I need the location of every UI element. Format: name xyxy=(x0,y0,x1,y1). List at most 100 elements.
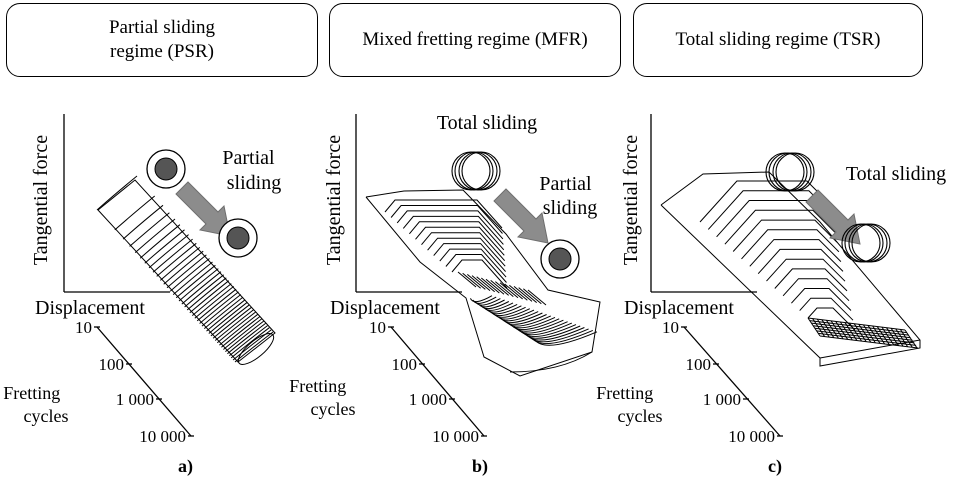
cycle-loop xyxy=(196,288,237,322)
cycle-loop xyxy=(159,247,201,281)
annotation-total-sliding: Total sliding xyxy=(437,112,537,134)
depth-tick-100: 100 xyxy=(392,355,418,374)
cycle-loop xyxy=(766,258,846,282)
panel-c: Tangential force Displacement 10 100 1 0… xyxy=(596,114,946,477)
surface-end-cap xyxy=(509,351,593,373)
depth-tick-100: 100 xyxy=(99,355,125,374)
cycle-loop xyxy=(499,282,519,299)
mfr-surface xyxy=(365,189,601,377)
tsr-surface xyxy=(660,171,921,367)
cycle-loop xyxy=(216,311,257,344)
cycle-loop xyxy=(206,299,246,332)
depth-tick-10000: 10 000 xyxy=(728,427,775,446)
cycle-loop xyxy=(476,276,495,293)
cycle-loop xyxy=(445,254,507,283)
x-axis-label: Displacement xyxy=(624,297,734,319)
cycle-loop xyxy=(225,320,265,352)
cycle-loop xyxy=(819,335,919,349)
surface-outline xyxy=(365,189,601,377)
cycle-loop xyxy=(396,210,504,240)
cycle-loop xyxy=(129,212,170,247)
cycle-loop xyxy=(521,324,577,338)
cycle-loop xyxy=(189,280,230,314)
cycle-loop xyxy=(148,234,189,269)
cycle-loop xyxy=(807,307,856,331)
cycle-loop xyxy=(451,259,508,289)
depth-tick-1000: 1 000 xyxy=(116,390,154,409)
depth-tick-100: 100 xyxy=(686,355,712,374)
cycle-loop xyxy=(156,242,197,277)
cycle-loop xyxy=(234,331,274,363)
depth-axis-line xyxy=(683,326,781,437)
cycle-loop xyxy=(791,288,852,311)
cycle-loop xyxy=(527,289,547,306)
depth-axis-line xyxy=(390,326,485,437)
cycle-loop xyxy=(201,294,242,327)
cycle-loop xyxy=(518,322,573,336)
cycle-loop xyxy=(481,277,500,294)
cycle-loop xyxy=(498,311,539,322)
cycle-loop xyxy=(230,327,270,359)
cycle-loop xyxy=(509,284,528,301)
surface-end-cap xyxy=(237,333,275,365)
x-axis-label: Displacement xyxy=(35,297,145,319)
cycle-loop xyxy=(462,272,481,289)
cycle-loop xyxy=(212,306,252,339)
cycle-loop xyxy=(513,319,564,332)
cycle-loop xyxy=(505,315,552,327)
cycle-loop xyxy=(774,268,848,292)
depth-axis-label: Fretting cycles xyxy=(3,383,68,426)
x-axis-label: Displacement xyxy=(330,297,440,319)
cycle-loop xyxy=(439,248,507,278)
depth-tick-1000: 1 000 xyxy=(409,390,447,409)
cycle-loop xyxy=(467,274,486,290)
cycle-loop xyxy=(495,309,535,320)
panel-b: Tangential force Displacement 10 100 1 0… xyxy=(289,112,601,477)
cycle-loop xyxy=(513,286,533,302)
depth-tick-10000: 10 000 xyxy=(139,427,186,446)
cycle-loop xyxy=(782,278,850,302)
cycle-loop xyxy=(232,329,272,361)
cycle-loop xyxy=(203,296,244,329)
cycle-loop xyxy=(214,309,255,341)
cycle-loop xyxy=(134,218,176,253)
total-sliding-contact-icon xyxy=(765,152,815,192)
arrow-icon xyxy=(493,188,549,244)
partial-sliding-contact-icon xyxy=(540,239,580,279)
cycle-loop xyxy=(516,321,568,334)
cycle-loop xyxy=(139,224,181,259)
cycle-loop xyxy=(757,248,844,275)
cycle-loop xyxy=(219,313,259,346)
cycle-loop xyxy=(184,274,225,308)
cycle-loop xyxy=(227,323,266,355)
cycle-loop xyxy=(402,215,504,245)
cycle-loop xyxy=(96,175,138,211)
depth-axis-label: Fretting cycles xyxy=(289,376,355,419)
cycle-loop xyxy=(181,271,222,305)
cycle-loop xyxy=(807,317,906,331)
cycle-loop xyxy=(816,330,915,344)
y-axis-label: Tangential force xyxy=(620,135,642,265)
cycle-loop xyxy=(172,261,213,295)
cycle-loop xyxy=(529,328,589,343)
cycle-loop xyxy=(818,332,917,346)
cycle-loop xyxy=(175,264,216,299)
cycle-loop xyxy=(469,295,493,303)
cycle-loop xyxy=(163,250,204,285)
cycle-loop xyxy=(223,318,263,350)
cycle-loop xyxy=(732,219,838,252)
cycle-loop xyxy=(799,297,854,321)
cycle-loop xyxy=(475,298,501,306)
cycle-loop xyxy=(809,320,907,334)
panel-caption: b) xyxy=(472,456,488,477)
panel-c-header: Total sliding regime (TSR) xyxy=(633,3,923,77)
panel-caption: c) xyxy=(768,456,782,477)
cycle-loop xyxy=(523,288,542,305)
cycle-loop xyxy=(523,325,581,339)
psr-surface xyxy=(96,175,276,365)
cycle-loop xyxy=(482,302,514,311)
cycle-loop xyxy=(485,278,505,295)
cycle-loop xyxy=(534,331,598,346)
cycle-loop xyxy=(144,229,185,264)
partial-sliding-contact-icon xyxy=(218,218,258,258)
